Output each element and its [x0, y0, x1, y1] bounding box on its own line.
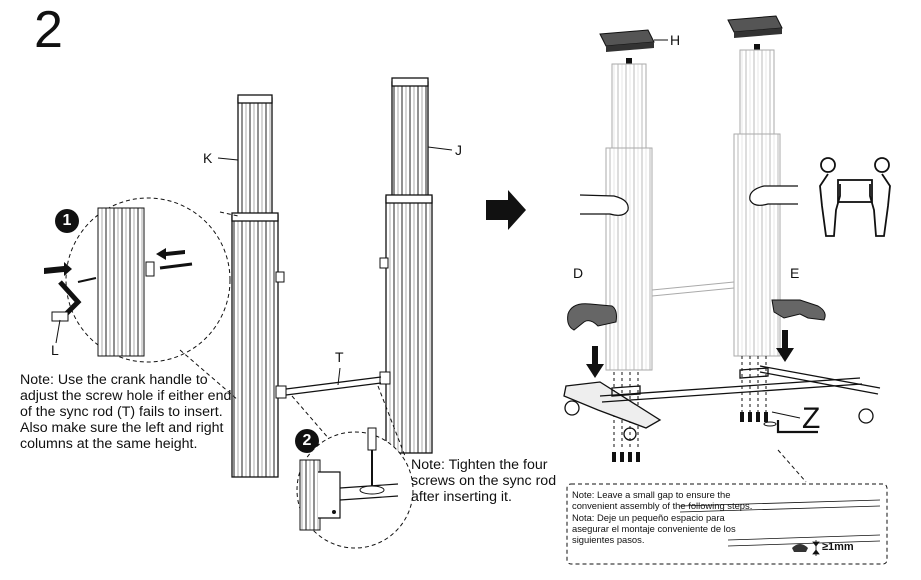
label-j: J — [455, 142, 462, 158]
step-number: 2 — [34, 1, 63, 59]
step-badge-2 — [295, 429, 319, 453]
right-column-j — [379, 77, 433, 454]
top-cap-right — [727, 15, 783, 38]
allen-key-z — [776, 420, 818, 434]
two-person-lift-icon — [819, 157, 891, 237]
sync-rod-t — [285, 367, 382, 396]
gap-note-box — [566, 483, 888, 565]
top-cap-left — [599, 29, 655, 52]
crank-note: Note: Use the crank handle to adjust the… — [20, 372, 232, 452]
label-l: L — [51, 342, 59, 358]
label-k: K — [203, 150, 213, 166]
label-e: E — [790, 265, 800, 281]
gap-cap-icon — [792, 544, 808, 552]
label-z: Z — [802, 402, 821, 435]
gap-note: Note: Leave a small gap to ensure the co… — [572, 489, 802, 545]
hand-left — [579, 194, 629, 216]
step-badge-2-number: 2 — [302, 432, 312, 449]
base-cover-d — [567, 303, 617, 331]
base-cover-e — [771, 299, 826, 321]
label-t: T — [335, 349, 344, 365]
detail-circle-screw — [296, 427, 414, 549]
base-frame — [563, 365, 881, 441]
next-arrow — [486, 190, 526, 230]
gap-note-english: Note: Leave a small gap to ensure the co… — [572, 489, 753, 512]
ghost-column-left — [605, 63, 653, 371]
label-d: D — [573, 265, 584, 281]
left-column-k — [231, 94, 287, 478]
detail-circle-crank — [44, 197, 231, 363]
step-badge-1 — [55, 209, 79, 233]
hand-right — [749, 185, 798, 206]
step-badge-1-number: 1 — [62, 212, 72, 229]
screw-note: Note: Tighten the four screws on the syn… — [411, 457, 557, 505]
gap-note-spanish: Nota: Deje un pequeño espacio para asegu… — [572, 511, 736, 546]
ghost-column-right — [733, 49, 781, 357]
label-h: H — [670, 32, 681, 48]
gap-measure: ≥1mm — [822, 541, 854, 553]
